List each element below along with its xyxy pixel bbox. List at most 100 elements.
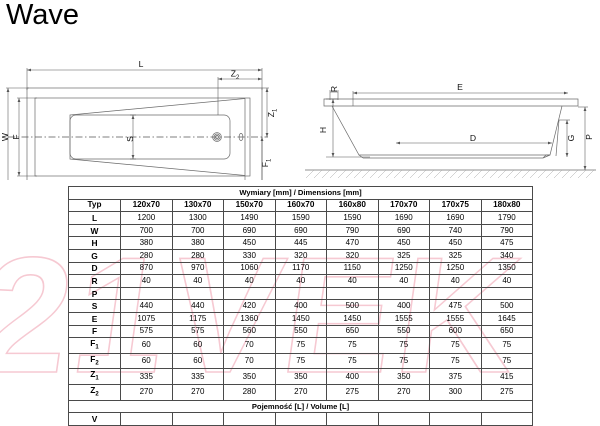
cell-E-180x80: 1645 [480,311,534,326]
dim-label-F1: F1 [260,158,272,167]
cell-D-180x80: 1350 [480,261,534,276]
cell-F1-170x75: 75 [429,337,482,354]
page-title: Wave [6,0,80,31]
row-label-Z2: Z2 [68,384,121,401]
cell-L-170x70: 1690 [377,211,430,225]
cell-V-150x70 [223,412,276,426]
dimensions-banner: Wymiary [mm] / Dimensions [mm] [67,186,534,200]
subscript: 1 [95,344,99,351]
cell-D-120x70: 870 [120,261,173,276]
cell-G-180x80: 340 [480,248,534,263]
cell-D-170x70: 1250 [377,261,430,276]
cell-D-130x70: 970 [171,261,224,276]
cell-P-170x75 [429,286,482,301]
cell-D-160x70: 1170 [274,261,327,276]
column-header-180x80: 180x80 [480,198,534,213]
cell-P-120x70 [120,286,173,301]
cell-Z2-120x70: 270 [120,384,173,401]
cell-E-160x80: 1450 [326,311,379,326]
cell-F-180x80: 650 [480,324,534,339]
cell-F-150x70: 560 [223,324,276,339]
table-row: Wymiary [mm] / Dimensions [mm] [67,186,534,200]
table-row: Pojemność [L] / Volume [L] [67,399,534,414]
cell-F1-160x80: 75 [326,337,379,354]
cell-Z2-160x70: 270 [274,384,327,401]
cell-L-180x80: 1790 [480,211,534,225]
cell-H-120x70: 380 [120,236,173,250]
dim-label-R: R [329,86,339,92]
cell-F1-150x70: 70 [223,337,276,354]
cell-S-170x75: 475 [429,299,482,313]
row-label-P: P [68,286,121,301]
cell-F2-130x70: 60 [171,352,224,370]
cell-H-130x70: 380 [171,236,224,250]
cell-Z2-130x70: 270 [171,384,224,401]
cell-E-150x70: 1360 [223,311,276,326]
cell-F-120x70: 575 [120,324,173,339]
cell-Z2-180x80: 275 [480,384,534,401]
cell-S-130x70: 440 [171,299,224,313]
cell-L-170x75: 1690 [429,211,482,225]
column-header-150x70: 150x70 [223,198,276,213]
cell-S-150x70: 420 [223,299,276,313]
dim-label-F: F [11,134,21,139]
row-label-D: D [68,261,121,276]
cell-Z1-160x80: 400 [326,368,379,386]
cell-W-160x80: 790 [326,223,379,238]
cell-E-170x75: 1555 [429,311,482,326]
row-label-F1: F1 [68,337,121,354]
dim-label-D: D [470,133,476,143]
cell-L-130x70: 1300 [171,211,224,225]
cell-F-160x80: 650 [326,324,379,339]
subscript: 2 [95,360,99,367]
column-header-130x70: 130x70 [171,198,224,213]
row-label-R: R [68,274,121,288]
cell-R-160x80: 40 [326,274,379,288]
cell-F2-170x70: 75 [377,352,430,370]
cell-R-130x70: 40 [171,274,224,288]
row-label-H: H [68,236,121,250]
cell-H-170x70: 450 [377,236,430,250]
cell-D-160x80: 1150 [326,261,379,276]
dim-label-E: E [457,82,463,92]
cell-F2-150x70: 70 [223,352,276,370]
cell-G-120x70: 280 [120,248,173,263]
cell-W-170x70: 690 [377,223,430,238]
cell-P-150x70 [223,286,276,301]
row-label-G: G [68,248,121,263]
cell-F-170x70: 550 [377,324,430,339]
cell-D-150x70: 1060 [223,261,276,276]
cell-F2-160x80: 75 [326,352,379,370]
cell-Z1-180x80: 415 [480,368,534,386]
cell-D-170x75: 1250 [429,261,482,276]
dim-label-G: G [566,134,576,141]
cell-G-170x70: 325 [377,248,430,263]
cell-F2-120x70: 60 [120,352,173,370]
type-header: Typ [68,198,121,213]
cell-E-130x70: 1175 [171,311,224,326]
bathtub-plan-view: L Z2 W F S Z1 F1 F2 [0,59,278,180]
cell-Z1-150x70: 350 [223,368,276,386]
row-label-E: E [68,311,121,326]
column-header-170x70: 170x70 [377,198,430,213]
cell-F1-160x70: 75 [274,337,327,354]
cell-E-160x70: 1450 [274,311,327,326]
cell-G-160x80: 320 [326,248,379,263]
cell-W-160x70: 690 [274,223,327,238]
cell-W-170x75: 740 [429,223,482,238]
cell-Z1-130x70: 335 [171,368,224,386]
cell-W-150x70: 690 [223,223,276,238]
technical-drawings: L Z2 W F S Z1 F1 F2 [0,30,600,185]
cell-S-120x70: 440 [120,299,173,313]
column-header-160x80: 160x80 [326,198,379,213]
cell-S-170x70: 400 [377,299,430,313]
cell-P-160x70 [274,286,327,301]
